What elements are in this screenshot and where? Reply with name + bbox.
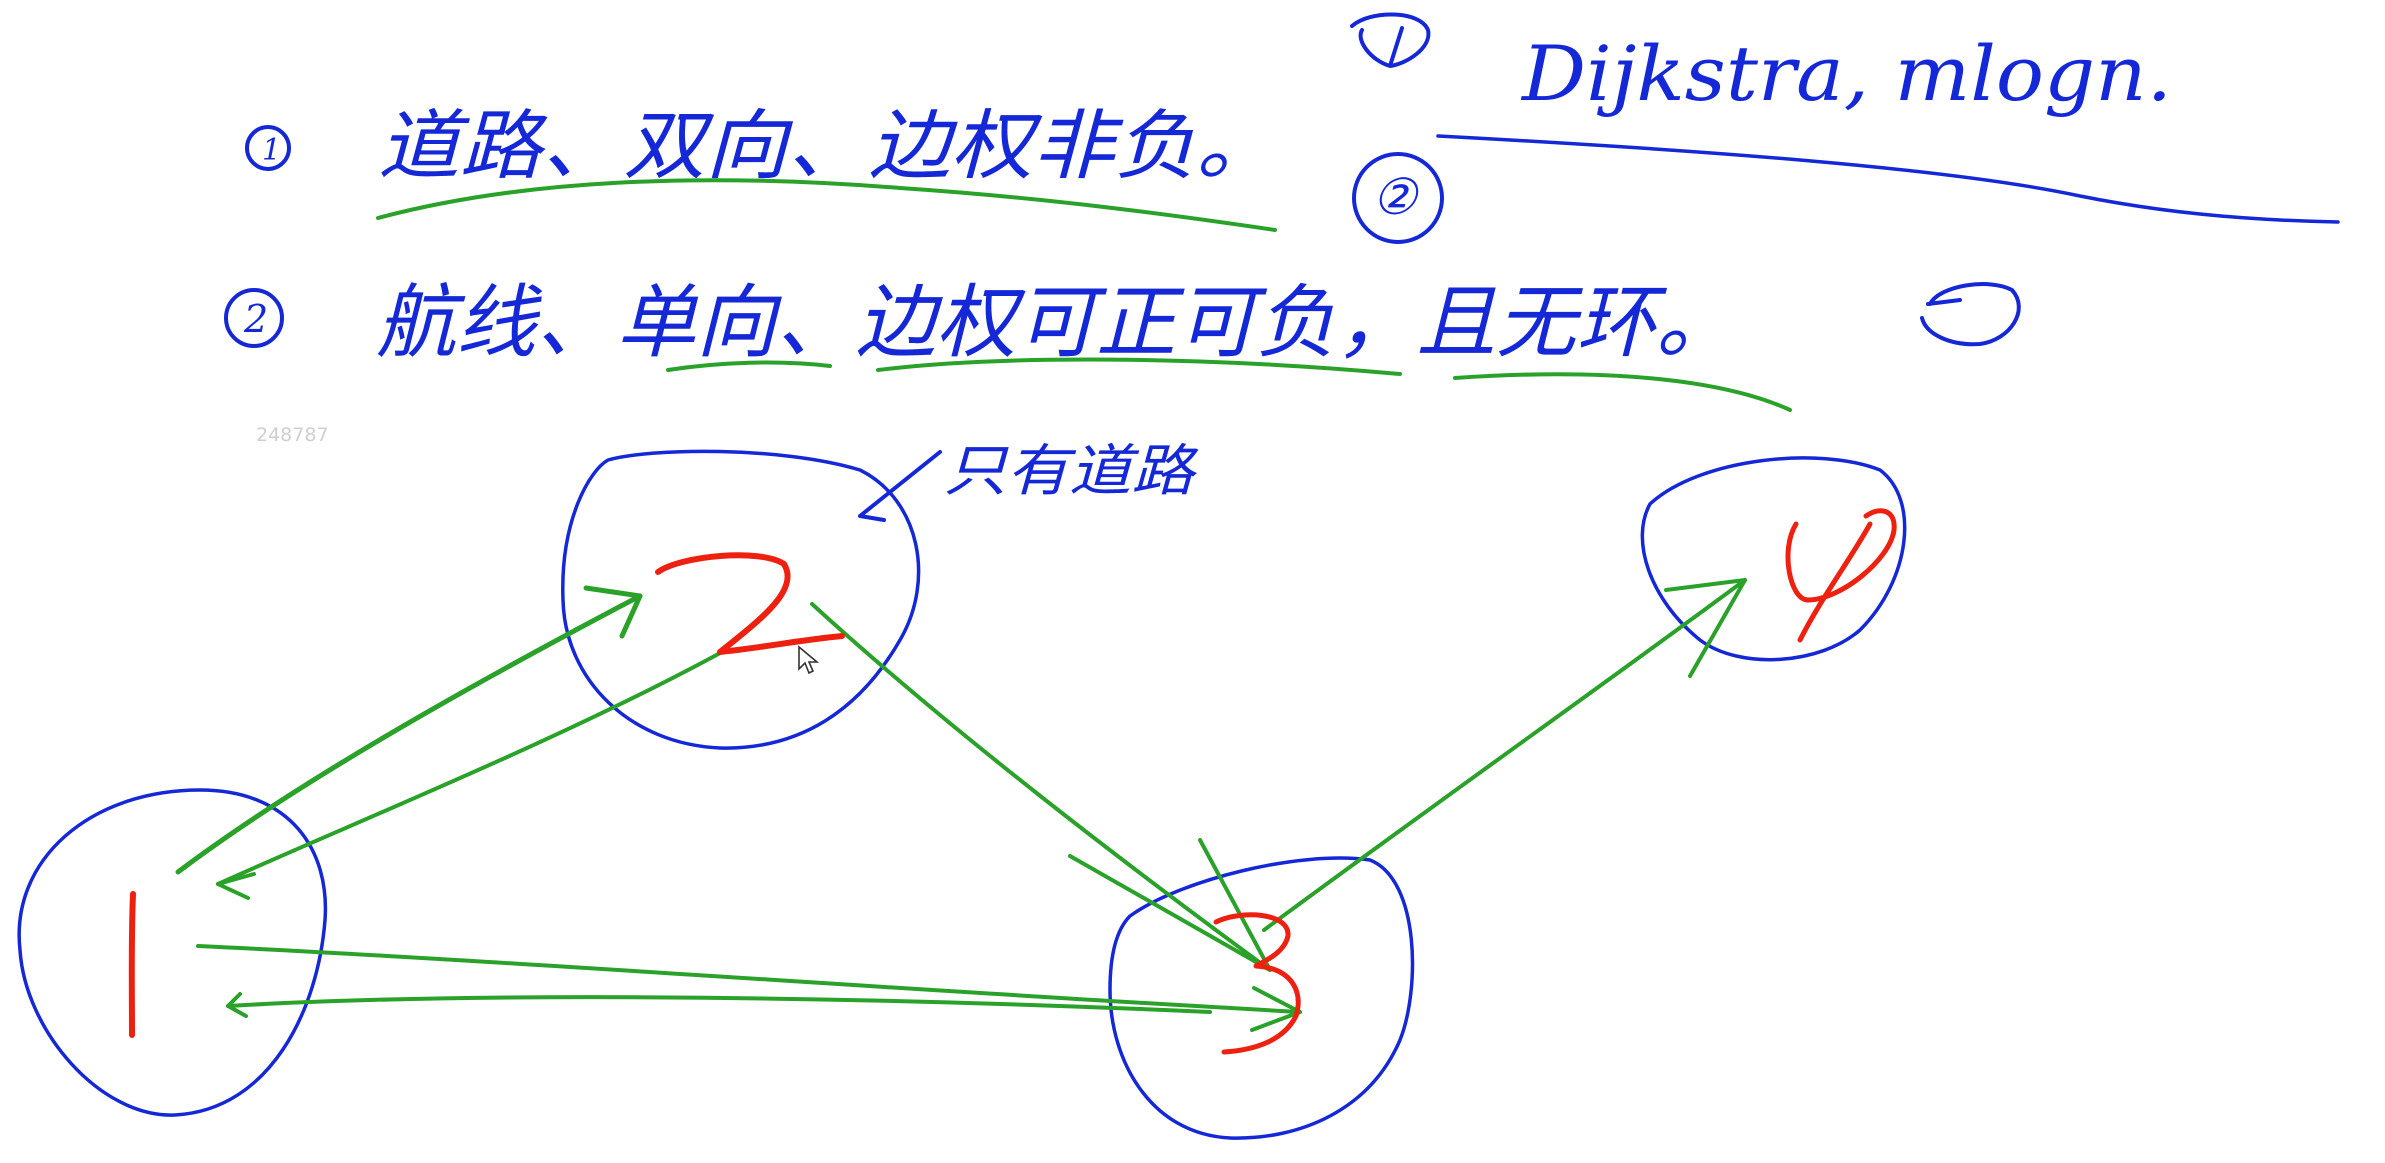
edge-2-to-1 xyxy=(216,650,724,886)
node-1-label xyxy=(128,891,136,1038)
edge-2-to-1-arrowhead xyxy=(216,872,256,900)
note-1-marker-circle xyxy=(245,125,291,171)
right-notes: Dijkstra, mlogn. ② xyxy=(1350,12,2340,347)
edge-3-to-1-arrowhead xyxy=(226,992,248,1018)
watermark: 248787 xyxy=(256,424,329,446)
edges xyxy=(175,578,1747,1032)
annotation-pointer xyxy=(858,450,942,522)
right-small-scribble xyxy=(1920,282,2021,347)
note-2-underline-a xyxy=(666,360,832,372)
note-2-text: 航线、单向、边权可正可负，且无环。 xyxy=(376,276,1736,369)
edge-3-to-4 xyxy=(1262,578,1747,932)
note-2-marker: 2 xyxy=(243,297,268,341)
node-1-circle xyxy=(17,788,328,1117)
edge-1-to-2-arrowhead xyxy=(583,585,643,639)
right-marker-b-circle xyxy=(1352,152,1444,244)
note-1-marker: 1 xyxy=(262,133,281,168)
mouse-cursor-icon xyxy=(798,645,819,675)
edge-1-to-2 xyxy=(175,593,643,875)
note-2-marker-circle xyxy=(224,288,284,348)
node-3-circle xyxy=(1108,856,1415,1140)
right-divider-line xyxy=(1436,134,2340,224)
note-1-text: 道路、双向、边权非负。 xyxy=(378,101,1278,190)
node-3-label xyxy=(1213,912,1301,1055)
edge-3-to-4-arrowhead xyxy=(1664,578,1747,678)
edge-1-to-3-arrowhead xyxy=(1250,986,1302,1032)
node-4-label xyxy=(1785,508,1897,643)
annotation-text: 只有道路 xyxy=(944,439,1198,504)
edge-1-to-3 xyxy=(196,944,1302,1014)
note-2-underline-c xyxy=(1453,372,1792,412)
right-top-text: Dijkstra, mlogn. xyxy=(1520,29,2172,118)
annotation: 只有道路 xyxy=(858,439,1198,522)
edge-2-to-3 xyxy=(810,602,1272,972)
right-marker-b: ② xyxy=(1372,168,1419,226)
note-1-underline xyxy=(376,178,1277,232)
node-4-circle xyxy=(1640,456,1907,662)
node-circles xyxy=(17,449,1907,1140)
right-marker-a-scribble xyxy=(1350,12,1431,68)
node-2-label xyxy=(655,552,845,655)
edge-3-to-1 xyxy=(226,995,1212,1014)
note-item-2: 2 航线、单向、边权可正可负，且无环。 xyxy=(224,276,1792,412)
node-labels xyxy=(128,508,1897,1055)
edge-2-to-3-arrowhead xyxy=(1068,838,1272,972)
node-2-circle xyxy=(561,449,921,750)
note-2-underline-b xyxy=(876,357,1402,376)
note-item-1: 1 道路、双向、边权非负。 xyxy=(245,101,1278,232)
